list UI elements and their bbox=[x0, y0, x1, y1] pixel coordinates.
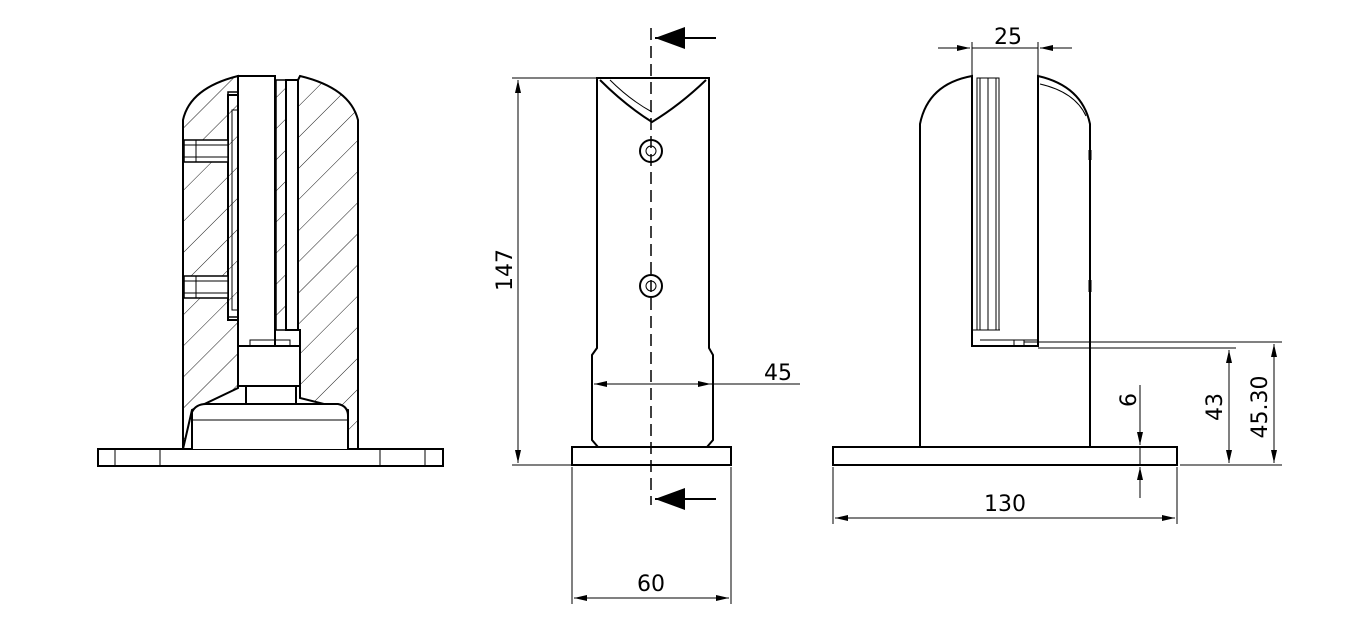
dim-plate-thickness: 6 bbox=[1117, 393, 1142, 407]
slot-bottom-block bbox=[237, 345, 301, 387]
section-base-plate bbox=[97, 448, 444, 467]
dim-height-total: 147 bbox=[493, 249, 518, 291]
dim-inner-width: 45 bbox=[764, 361, 792, 386]
gasket-left bbox=[227, 91, 239, 318]
dim-slot-height-b: 45.30 bbox=[1248, 376, 1273, 439]
side-view: 25 130 6 43 45.30 bbox=[832, 25, 1282, 524]
front-screw-lower bbox=[639, 274, 663, 298]
side-base-plate bbox=[832, 446, 1178, 466]
dim-slot-width: 25 bbox=[994, 25, 1022, 50]
dim-base-width: 130 bbox=[984, 492, 1026, 517]
gasket-right bbox=[275, 79, 287, 331]
front-body bbox=[591, 77, 714, 448]
screw-upper bbox=[183, 139, 229, 163]
screw-lower bbox=[183, 275, 229, 299]
dim-front-width: 60 bbox=[637, 572, 665, 597]
section-right-wall bbox=[297, 74, 359, 450]
side-body bbox=[919, 74, 1091, 447]
section-view bbox=[97, 74, 444, 467]
base-cavity bbox=[191, 403, 349, 449]
glass-slot bbox=[237, 75, 276, 347]
front-view: 147 45 60 bbox=[493, 27, 800, 604]
dim-slot-height-a: 43 bbox=[1203, 393, 1228, 421]
